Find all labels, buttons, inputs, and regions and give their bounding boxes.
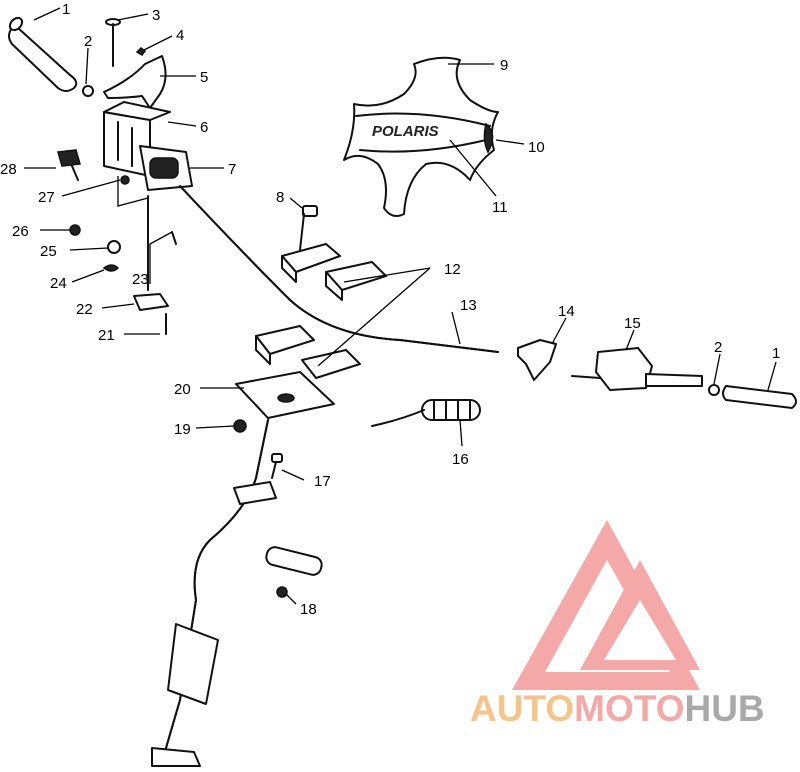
watermark-auto: AUTO [470,688,575,729]
callout-3: 3 [152,7,160,24]
handlebar-pad: POLARIS [343,56,499,217]
throttle-15 [571,347,703,391]
grip-right [722,385,797,409]
callout-28: 28 [0,161,17,178]
bolt-8 [299,205,318,251]
callout-11: 11 [492,199,508,216]
steering-post [151,371,335,767]
nut-18 [276,586,288,598]
callout-16: 16 [452,451,469,468]
callout-27: 27 [38,189,55,206]
callout-2-right: 2 [714,339,722,356]
plug-right [708,384,720,396]
callout-2-left: 2 [84,33,92,50]
coil-16 [371,399,481,427]
callout-22: 22 [76,301,93,318]
callout-25: 25 [40,243,57,260]
callout-13: 13 [460,297,477,314]
watermark-moto: MOTO [574,688,685,729]
callout-21: 21 [98,327,115,344]
callout-23: 23 [132,271,149,288]
bracket-5 [103,55,167,109]
watermark-hub: HUB [684,688,765,729]
nut-4 [135,47,147,56]
callout-17: 17 [314,473,331,490]
screw-17 [271,453,283,479]
callout-19: 19 [174,421,191,438]
callout-15: 15 [624,315,641,332]
callout-12: 12 [444,261,461,278]
callout-6: 6 [200,119,208,136]
callout-18: 18 [300,601,317,618]
switch-28 [57,149,81,181]
grip-left [8,16,78,92]
control-housing [103,101,193,191]
callout-1-right: 1 [772,345,780,362]
washer-25 [107,240,121,254]
callout-7: 7 [228,161,236,178]
callout-26: 26 [12,223,29,240]
nut-26 [69,224,81,236]
callout-8: 8 [276,189,284,206]
callout-9: 9 [500,57,508,74]
nut-19 [233,419,247,433]
clamps-12 [255,243,387,379]
watermark-wordmark: AUTOMOTOHUB [470,688,765,730]
screw-3 [105,18,121,67]
plug-left [82,85,94,97]
brand-text: POLARIS [372,123,439,140]
callout-1-left: 1 [62,1,70,18]
callout-10: 10 [528,139,545,156]
washer-27 [120,175,130,185]
lever-14 [517,339,557,381]
callout-labels: 1 2 3 4 5 6 7 8 9 10 11 12 13 14 15 16 1… [0,1,780,618]
callout-20: 20 [174,381,191,398]
callout-24: 24 [50,275,67,292]
callout-14: 14 [558,303,575,320]
clamp-22 [133,293,169,311]
clip-24 [102,264,120,272]
callout-4: 4 [176,27,184,44]
leader-lines [24,7,777,605]
callout-5: 5 [200,69,208,86]
sleeve [265,546,323,576]
watermark-logo [512,520,700,690]
